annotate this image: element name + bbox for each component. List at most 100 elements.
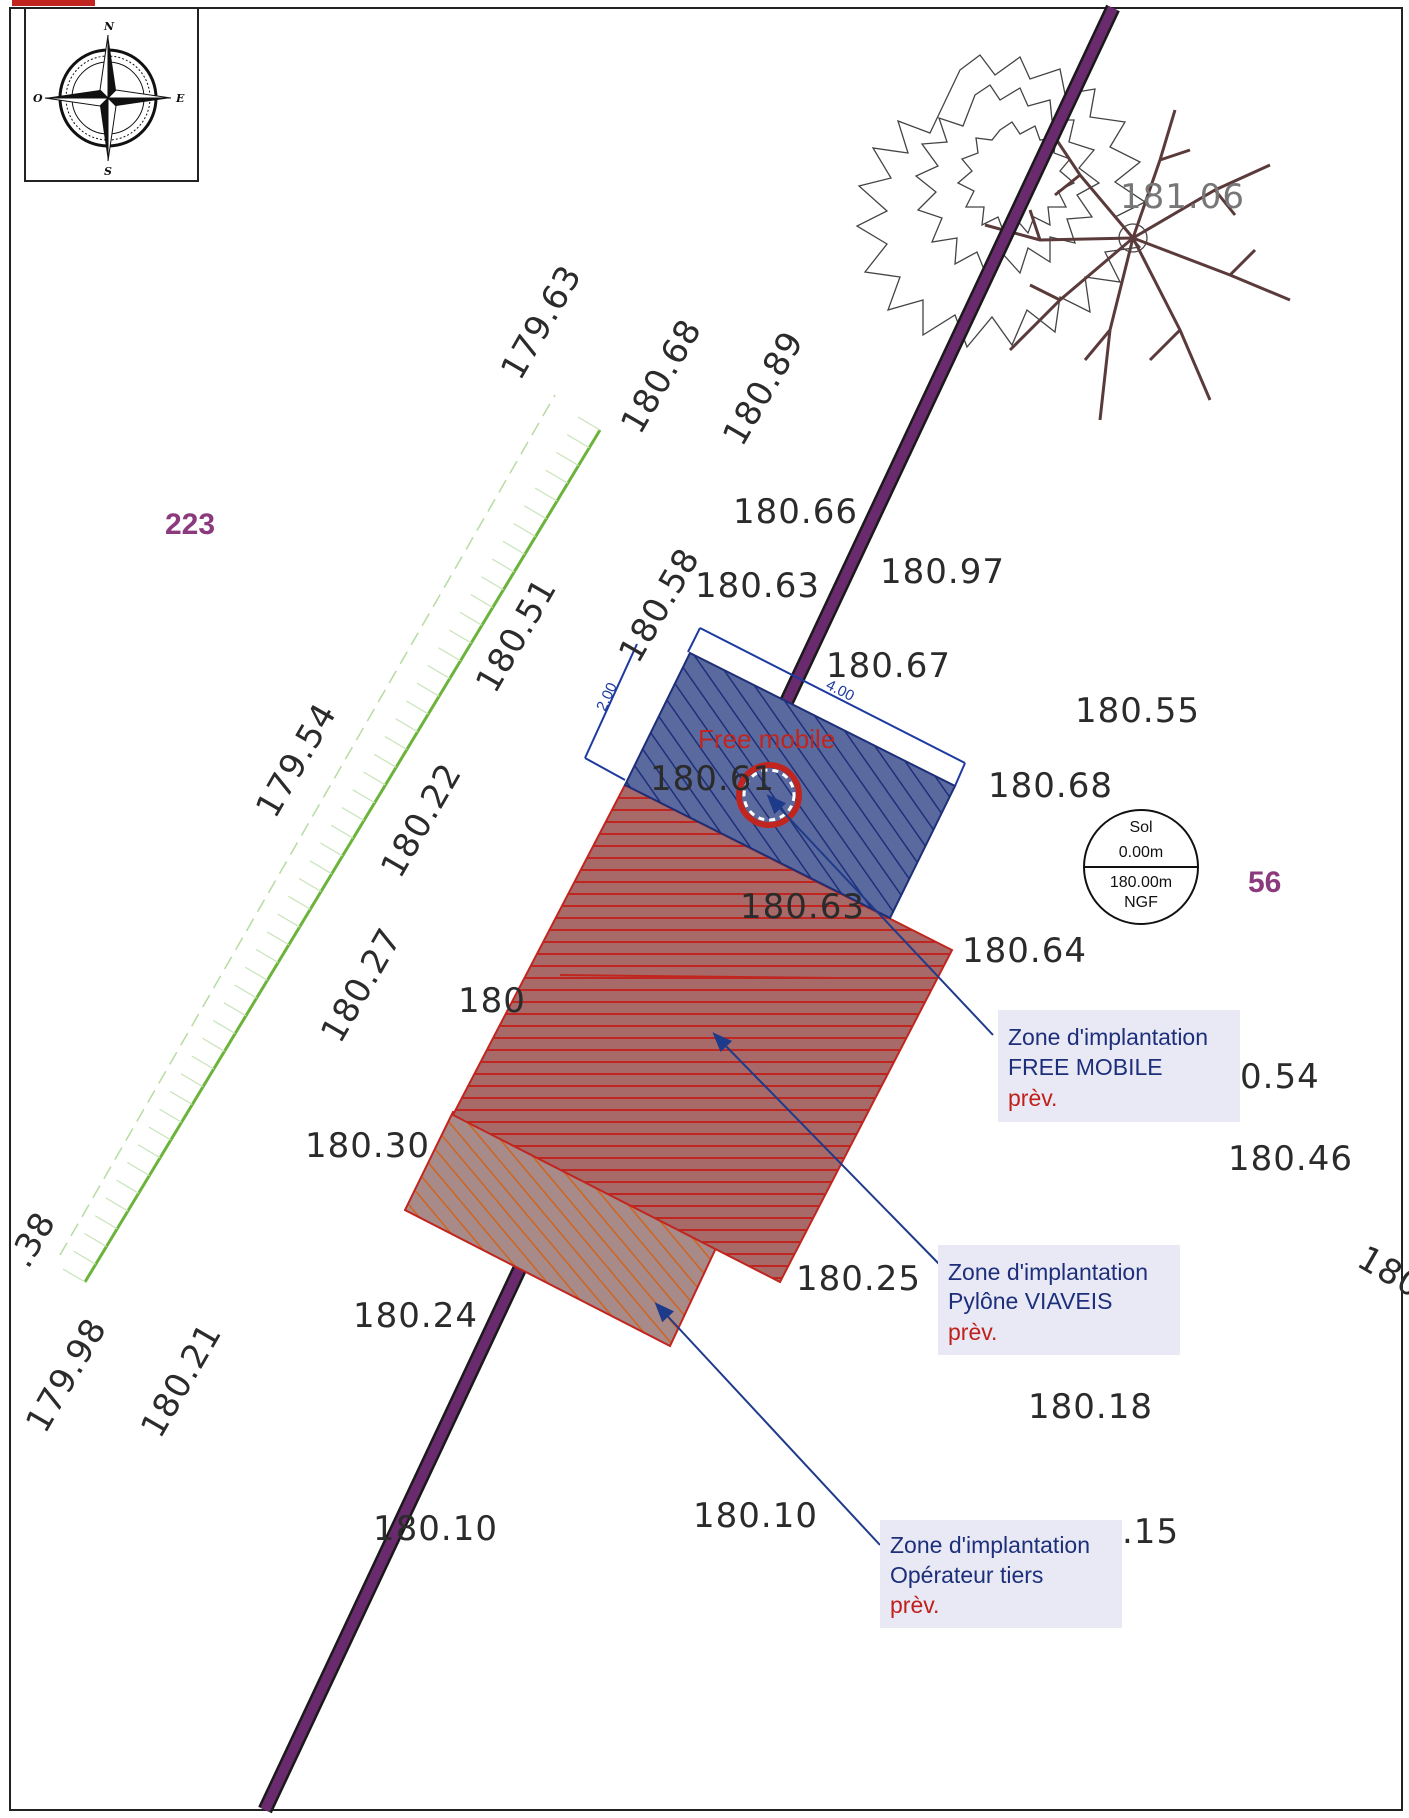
boundary-tick (191, 1055, 215, 1070)
boundary-tick (373, 753, 397, 768)
boundary-tick (363, 771, 386, 786)
elevation-label: 180 (458, 981, 526, 1021)
boundary-tick (180, 1073, 204, 1088)
elevation-label: 180.58 (611, 541, 708, 669)
boundary-tick (556, 451, 579, 467)
compass-east-label: E (175, 92, 185, 105)
elevation-label: 180.22 (373, 756, 470, 884)
boundary-tick (94, 1215, 118, 1230)
elevation-label: 180.68 (988, 766, 1113, 806)
boundary-tick (62, 1268, 86, 1283)
elevation-label: 180 (1351, 1238, 1409, 1307)
boundary-tick (491, 558, 515, 573)
elevation-label: 180.27 (313, 921, 410, 1049)
tree-symbol (855, 54, 1291, 421)
boundary-tick (266, 931, 290, 946)
boundary-tick (105, 1197, 129, 1212)
zone-free-mobile[interactable] (623, 651, 957, 920)
elevation-label: 180.51 (468, 571, 565, 699)
title-mark (12, 0, 95, 6)
boundary-tick (169, 1090, 193, 1106)
elevation-label: 180.21 (133, 1316, 230, 1444)
callout-title: Zone d'implantation (890, 1532, 1090, 1558)
boundary-tick (73, 1250, 97, 1265)
dimension-lines (584, 627, 966, 787)
boundary-tick (330, 824, 354, 839)
elevation-label: 180.24 (353, 1296, 478, 1336)
boundary-tick (223, 1002, 247, 1017)
elevation-label: 180.10 (373, 1509, 498, 1549)
boundary-tick (352, 789, 375, 804)
elevation-label: 180.55 (1075, 691, 1200, 731)
boundary-tick (255, 948, 279, 964)
callout-title: Zone d'implantation (948, 1259, 1148, 1285)
boundary-tick (202, 1037, 225, 1052)
boundary-tick (159, 1108, 182, 1123)
compass-west-label: O (33, 92, 43, 105)
parcel-number-223: 223 (165, 508, 215, 541)
elevation-label: 180.61 (650, 759, 775, 799)
boundary-tick (448, 629, 472, 644)
callout-subtitle: FREE MOBILE (1008, 1054, 1163, 1080)
elevation-label: 0.54 (1240, 1057, 1320, 1097)
boundary-tick (245, 966, 268, 981)
boundary-tick (545, 469, 569, 484)
boundary-tick (502, 540, 526, 555)
elevation-label: 179.98 (18, 1311, 115, 1439)
boundary-tick (470, 593, 494, 609)
compass-rose: N S E O (24, 7, 199, 182)
elevation-label: 181.06 (1120, 177, 1245, 217)
elevation-label: 180.67 (826, 646, 951, 686)
dimension-depth: 2.00 (593, 680, 621, 714)
boundary-tick (481, 576, 504, 591)
elevation-label: 180.25 (796, 1259, 921, 1299)
boundary-tick (534, 487, 558, 502)
boundary-tick (416, 682, 440, 697)
boundary-line (59, 394, 602, 1283)
elevation-label: 179.54 (248, 696, 345, 824)
pylon-symbol (736, 762, 802, 828)
boundary-tick (309, 860, 333, 875)
boundary-tick (427, 664, 451, 680)
callout-note: prèv. (1008, 1085, 1057, 1111)
elevation-label: 180.10 (693, 1496, 818, 1536)
elevation-label: 180.68 (613, 312, 710, 440)
boundary-tick (320, 842, 343, 857)
boundary-tick (288, 895, 311, 910)
boundary-tick (298, 877, 322, 893)
elevation-label: 180.64 (962, 931, 1087, 971)
boundary-tick (212, 1019, 236, 1035)
leader-lines (654, 794, 994, 1546)
parcel-number-56: 56 (1248, 866, 1281, 899)
callout-subtitle: Pylône VIAVEIS (948, 1288, 1113, 1314)
callout-operateur-tiers[interactable]: Zone d'implantation Opérateur tiers prèv… (880, 1520, 1122, 1628)
ngf-top-line1: Sol (1129, 819, 1152, 836)
elevation-label: 180.63 (695, 566, 820, 606)
boundary-tick (438, 647, 461, 662)
elevation-label: 180.97 (880, 552, 1005, 592)
elevation-label: 180.66 (733, 492, 858, 532)
boundary-tick (127, 1161, 150, 1177)
boundary-tick (234, 984, 257, 999)
ngf-reference-symbol: Sol 0.00m 180.00m NGF (1083, 809, 1199, 925)
boundary-tick (84, 1232, 107, 1248)
callout-pylone-viaveis[interactable]: Zone d'implantation Pylône VIAVEIS prèv. (938, 1245, 1180, 1355)
boundary-tick (341, 806, 365, 822)
ngf-bottom-line2: NGF (1124, 894, 1158, 911)
boundary-tick (137, 1144, 161, 1159)
elevation-label: 180.46 (1228, 1139, 1353, 1179)
callout-title: Zone d'implantation (1008, 1024, 1208, 1050)
elevation-label: 180.89 (715, 324, 812, 452)
callout-free-mobile[interactable]: Zone d'implantation FREE MOBILE prèv. (998, 1010, 1240, 1122)
boundary-tick (513, 522, 536, 538)
boundary-tick (277, 913, 300, 928)
compass-north-label: N (103, 20, 115, 33)
boundary-tick (577, 416, 601, 431)
boundary-tick (384, 735, 408, 751)
boundary-tick (459, 611, 483, 626)
callout-note: prèv. (890, 1592, 939, 1618)
boundary-tick (406, 700, 429, 715)
elevation-label: 180.30 (305, 1126, 430, 1166)
free-mobile-label: Free mobile (698, 724, 835, 754)
